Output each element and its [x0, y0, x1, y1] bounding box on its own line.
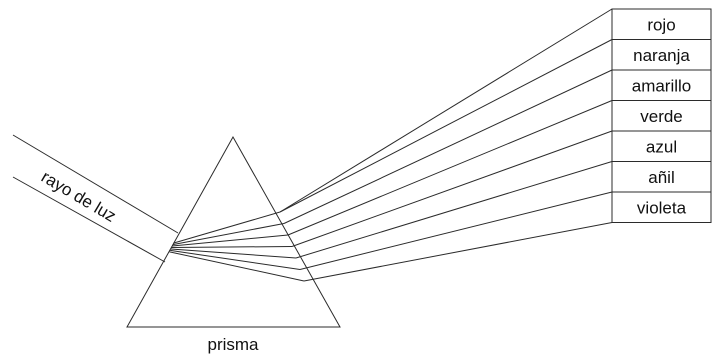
- ray-inside-4: [170, 248, 297, 259]
- color-label: violeta: [637, 198, 687, 217]
- color-label-frame: [611, 8, 712, 223]
- prism-triangle: [126, 135, 341, 328]
- ray-inside-5: [170, 249, 301, 270]
- color-label: naranja: [633, 46, 690, 65]
- ray-outgoing-6: [303, 222, 613, 282]
- ray-inside-6: [169, 251, 305, 282]
- prism-label: prisma: [207, 335, 259, 354]
- ray-inside-0: [173, 211, 281, 244]
- ray-upper-boundary: [279, 8, 613, 213]
- ray-outgoing-4: [295, 161, 613, 259]
- color-label: amarillo: [632, 76, 692, 95]
- color-label: verde: [640, 107, 683, 126]
- beam-label: rayo de luz: [38, 167, 119, 226]
- color-labels: rojo naranja amarillo verde azul añil violeta: [611, 8, 712, 223]
- ray-inside-1: [172, 223, 285, 246]
- color-label: rojo: [647, 15, 675, 34]
- dispersed-rays: [169, 8, 613, 282]
- ray-outgoing-2: [287, 100, 613, 236]
- ray-outgoing-3: [291, 130, 613, 247]
- beam-top-edge: [12, 134, 179, 234]
- ray-inside-2: [172, 234, 289, 247]
- color-label: añil: [648, 168, 674, 187]
- ray-outgoing-1: [283, 69, 613, 224]
- ray-outgoing-0: [279, 39, 613, 213]
- prism: prisma: [126, 135, 341, 354]
- ray-outgoing-5: [299, 191, 613, 270]
- ray-inside-3: [171, 246, 293, 248]
- beam-bottom-edge: [12, 176, 166, 263]
- color-label: azul: [646, 137, 677, 156]
- light-beam: rayo de luz: [12, 134, 179, 263]
